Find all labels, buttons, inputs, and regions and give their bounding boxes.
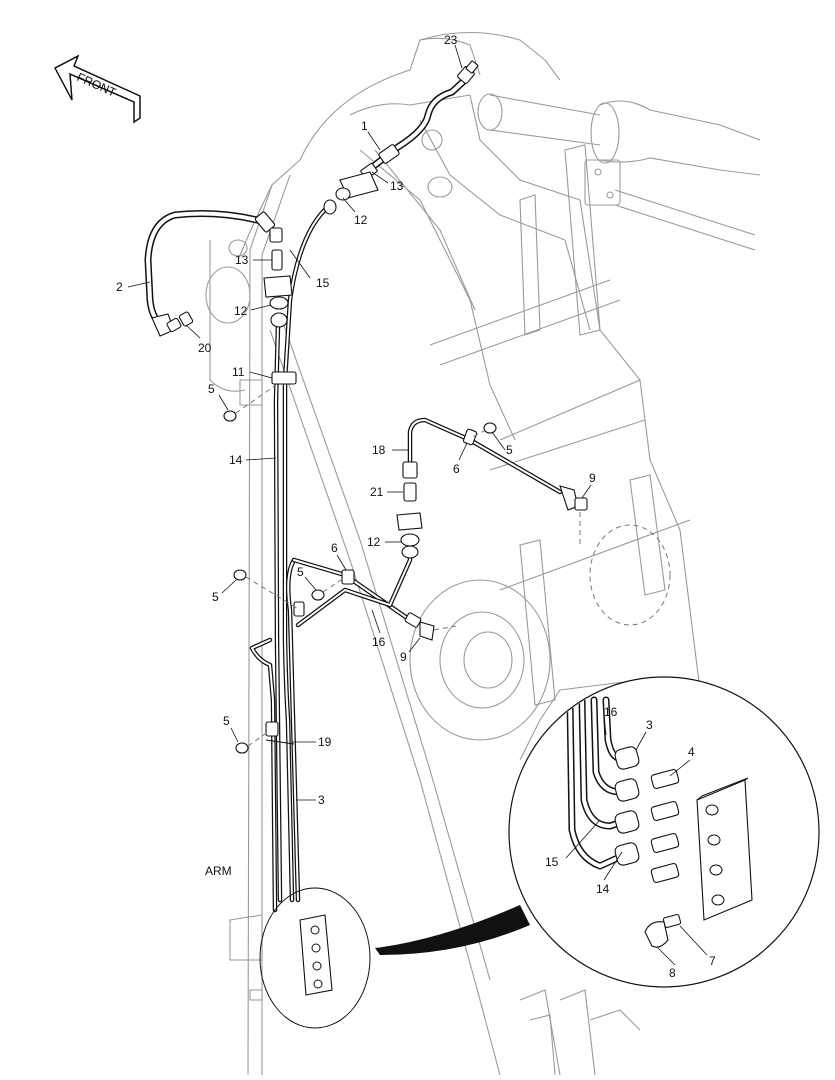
callout-12-top: 12 <box>354 213 368 227</box>
callout-12-left: 12 <box>234 304 248 318</box>
detail-callout-8: 8 <box>669 966 676 980</box>
callout-5-c: 5 <box>297 565 304 579</box>
front-arrow-label: FRONT <box>75 70 119 100</box>
detail-callout-7: 7 <box>709 954 716 968</box>
callout-5-b: 5 <box>506 443 513 457</box>
callout-5-e: 5 <box>223 714 230 728</box>
hydraulic-lines <box>144 76 563 913</box>
callout-labels: 23 1 13 12 13 15 2 12 20 11 5 14 18 5 6 … <box>116 33 596 878</box>
callout-6-b: 6 <box>331 541 338 555</box>
callout-14: 14 <box>229 453 243 467</box>
detail-zoom-link <box>259 887 530 1029</box>
detail-callout-16: 16 <box>604 705 618 719</box>
callout-13-top: 13 <box>390 179 404 193</box>
detail-callout-14: 14 <box>596 882 610 896</box>
callout-21: 21 <box>370 485 384 499</box>
fittings <box>151 60 588 996</box>
callout-19: 19 <box>318 735 332 749</box>
callout-18: 18 <box>372 443 386 457</box>
callout-11: 11 <box>232 365 245 379</box>
callout-leaders <box>127 44 592 801</box>
callout-23: 23 <box>444 33 458 47</box>
callout-16: 16 <box>372 635 386 649</box>
detail-callout-4: 4 <box>688 745 695 759</box>
callout-13-left: 13 <box>235 253 249 267</box>
section-label-arm: ARM <box>205 864 232 878</box>
callout-3: 3 <box>318 793 325 807</box>
detail-view: 16 3 4 15 14 7 8 <box>508 676 820 988</box>
callout-9-b: 9 <box>400 650 407 664</box>
callout-12-mid: 12 <box>367 535 381 549</box>
callout-1: 1 <box>361 119 368 133</box>
boom-structure-outline <box>205 32 761 1076</box>
callout-20: 20 <box>198 341 212 355</box>
detail-callout-3: 3 <box>646 718 653 732</box>
callout-15: 15 <box>316 276 330 290</box>
callout-2: 2 <box>116 280 123 294</box>
front-direction-arrow: FRONT <box>54 54 141 124</box>
bolt-leaders <box>235 384 581 747</box>
callout-6-a: 6 <box>453 462 460 476</box>
detail-callout-15: 15 <box>545 855 559 869</box>
callout-5-a: 5 <box>208 382 215 396</box>
callout-5-d: 5 <box>212 590 219 604</box>
callout-9-a: 9 <box>589 471 596 485</box>
